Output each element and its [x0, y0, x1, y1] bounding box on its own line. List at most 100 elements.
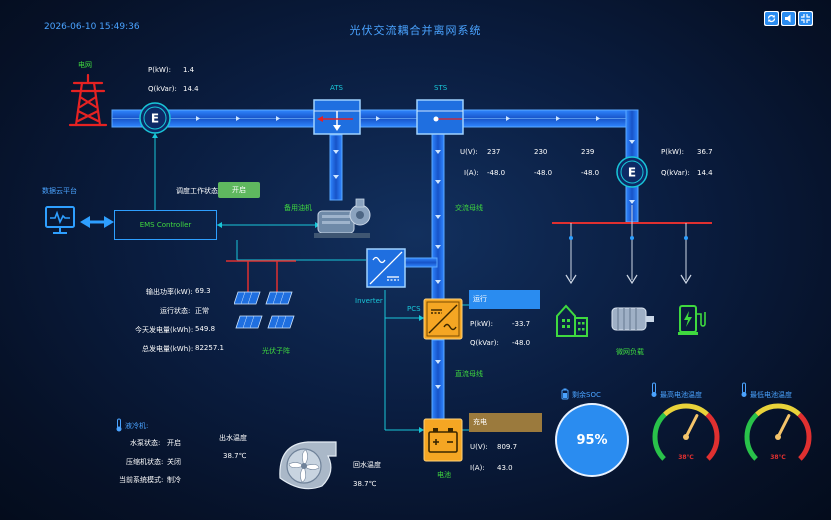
- pcs-label: PCS: [407, 305, 421, 313]
- generator-label: 备用油机: [284, 204, 312, 212]
- speaker-icon: [782, 12, 795, 25]
- dispatch-toggle-button[interactable]: 开启: [218, 182, 260, 198]
- phase-u-c: 239: [581, 148, 595, 156]
- ats-label: ATS: [330, 84, 343, 92]
- inv-output-value: 69.3: [195, 287, 211, 295]
- ats-switch[interactable]: [313, 99, 361, 135]
- pcs-p-value: -33.7: [512, 320, 531, 328]
- return-temp-label: 回水温度: [353, 461, 381, 469]
- inv-status-value: 正常: [195, 307, 209, 315]
- outlet-temp-value: 38.7℃: [223, 452, 247, 460]
- min-temp-label: 最低电池温度: [750, 391, 792, 399]
- phase-i-c: -48.0: [581, 169, 600, 177]
- return-temp-value: 38.7℃: [353, 480, 377, 488]
- max-temp-needle: [684, 414, 699, 439]
- sts-switch[interactable]: [416, 99, 464, 135]
- svg-text:E: E: [628, 166, 636, 180]
- page-title: 光伏交流耦合并离网系统: [349, 24, 482, 37]
- min-temp-gauge: 38℃: [744, 403, 812, 461]
- max-temp-gauge-arcs: [652, 403, 720, 461]
- gauge-arc-red: [797, 412, 812, 461]
- battery-icon[interactable]: [423, 418, 463, 462]
- grid-meter-icon[interactable]: E: [138, 101, 172, 135]
- inv-status-label: 运行状态:: [160, 307, 191, 315]
- dispatch-status-label: 调度工作状态: [176, 187, 218, 195]
- max-temp-thermometer-icon: [651, 382, 657, 397]
- system-mode-label: 当前系统模式:: [119, 476, 164, 484]
- inverter-label: Inverter: [355, 297, 383, 305]
- inv-output-label: 输出功率(kW):: [146, 288, 193, 296]
- load-p-label: P(kW):: [661, 148, 685, 156]
- sound-button[interactable]: [781, 11, 796, 26]
- inv-today-value: 549.8: [195, 325, 216, 333]
- battery-label: 电池: [437, 471, 451, 479]
- refresh-button[interactable]: [764, 11, 779, 26]
- soc-battery-icon: [561, 388, 569, 400]
- battery-u-label: U(V):: [470, 443, 488, 451]
- flow-arrows: [196, 116, 635, 389]
- signal-lines: [154, 135, 470, 431]
- cooling-pump-icon[interactable]: [272, 432, 346, 496]
- max-temp-value: 38℃: [678, 454, 694, 461]
- grid-p-label: P(kW):: [148, 66, 172, 74]
- gauge-arc-green: [652, 412, 667, 461]
- load-q-label: Q(kVar):: [661, 169, 690, 177]
- phase-i-b: -48.0: [534, 169, 553, 177]
- battery-i-label: I(A):: [470, 464, 485, 472]
- pcs-q-value: -48.0: [512, 339, 531, 347]
- pump-status-label: 水泵状态:: [130, 439, 161, 447]
- pcs-icon[interactable]: [423, 298, 463, 340]
- outlet-temp-label: 出水温度: [219, 434, 247, 442]
- generator-icon[interactable]: [312, 195, 374, 241]
- soc-indicator: 95%: [557, 405, 627, 475]
- grid-q-value: 14.4: [183, 85, 199, 93]
- pcs-p-label: P(kW):: [470, 320, 494, 328]
- building-load-icon[interactable]: [554, 302, 590, 338]
- monitor-icon: [45, 206, 75, 234]
- ems-controller[interactable]: EMS Controller: [114, 210, 217, 240]
- battery-status-badge: 充电: [469, 413, 542, 432]
- ats-generator-link: [329, 134, 343, 201]
- sts-label: STS: [434, 84, 448, 92]
- grid-p-value: 1.4: [183, 66, 195, 74]
- pv-label: 光伏子阵: [262, 347, 290, 355]
- gauge-arc-red: [705, 412, 720, 461]
- datetime: 2026-06-10 15:49:36: [44, 22, 140, 32]
- fullscreen-button[interactable]: [798, 11, 813, 26]
- pv-string-lines: [226, 260, 296, 296]
- motor-load-icon[interactable]: [610, 304, 656, 334]
- soc-label: 剩余SOC: [572, 391, 601, 399]
- pcs-status-badge: 运行: [469, 290, 540, 309]
- phase-u-b: 230: [534, 148, 548, 156]
- inv-total-label: 总发电量(kWh):: [142, 345, 194, 353]
- system-mode-value: 制冷: [167, 476, 181, 484]
- grid-q-label: Q(kVar):: [148, 85, 177, 93]
- min-temp-thermometer-icon: [741, 382, 747, 397]
- pv-array-icon: [234, 291, 295, 329]
- grid-label: 电网: [78, 61, 92, 69]
- power-tower-icon: [68, 73, 108, 127]
- min-temp-gauge-arcs: [744, 403, 812, 461]
- battery-u-value: 809.7: [497, 443, 518, 451]
- cooling-title: 液冷机:: [125, 422, 149, 430]
- phase-u-label: U(V):: [460, 148, 478, 156]
- ev-charger-icon[interactable]: [676, 302, 708, 336]
- fullscreen-icon: [799, 12, 812, 25]
- min-temp-needle: [776, 414, 791, 439]
- pcs-q-label: Q(kVar):: [470, 339, 499, 347]
- dc-bus-label: 直流母线: [455, 370, 483, 378]
- inverter-icon[interactable]: [366, 248, 406, 288]
- phase-i-a: -48.0: [487, 169, 506, 177]
- load-meter-icon[interactable]: E: [615, 155, 649, 189]
- inv-today-label: 今天发电量(kWh):: [135, 326, 194, 334]
- compressor-status-label: 压缩机状态:: [126, 458, 164, 466]
- min-temp-value: 38℃: [770, 454, 786, 461]
- gauge-arc-yellow: [663, 403, 709, 417]
- microgrid-label: 微网负载: [616, 348, 644, 356]
- max-temp-gauge: 38℃: [652, 403, 720, 461]
- thermometer-icon: [116, 418, 122, 432]
- battery-i-value: 43.0: [497, 464, 513, 472]
- dc-bus: [431, 339, 445, 421]
- gauge-arc-yellow: [755, 403, 801, 417]
